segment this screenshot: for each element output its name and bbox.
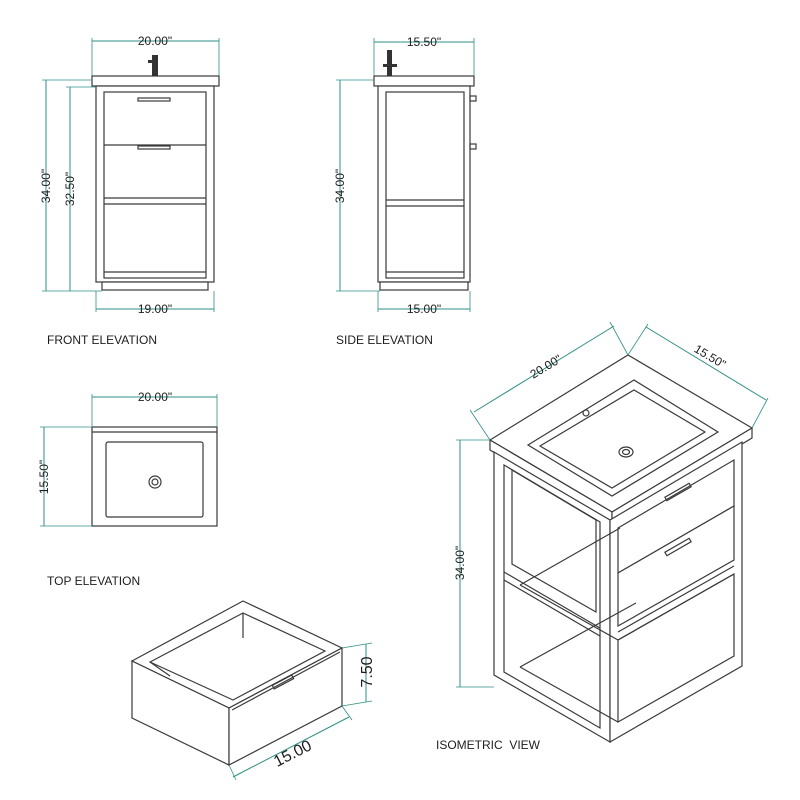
iso-depth-label: 15.50" — [692, 342, 729, 372]
top-elevation: 20.00" 15.50" TOP ELEVATION — [37, 390, 218, 588]
side-faucet — [387, 50, 392, 76]
isometric-view: 20.00" 15.50" 34.00" ISOMETRIC VIEW — [436, 321, 769, 752]
top-depth-label: 15.50" — [37, 460, 51, 494]
front-faucet — [152, 55, 158, 76]
side-bottom-depth-label: 15.00" — [407, 302, 441, 316]
side-countertop — [373, 75, 475, 87]
drawer-detail: 7.50 15.00 — [130, 600, 376, 781]
iso-height-label: 34.00" — [453, 546, 467, 580]
front-cabinet-body — [95, 85, 215, 283]
side-top-depth-label: 15.50" — [407, 35, 441, 49]
side-faucet-spout — [383, 64, 397, 67]
iso-open-shelf — [617, 572, 735, 724]
front-base — [101, 281, 209, 291]
iso-overflow — [582, 409, 590, 417]
top-elevation-caption: TOP ELEVATION — [47, 574, 140, 588]
iso-basin-outline — [526, 379, 720, 497]
side-cabinet-body — [377, 85, 471, 283]
iso-width-label: 20.00" — [528, 352, 565, 382]
drawer-width-label: 15.00 — [271, 737, 314, 770]
iso-drain — [618, 446, 634, 458]
front-elevation: 20.00" 34.00" 32.50" 19.00" FRONT ELEVAT… — [39, 34, 220, 347]
drawer-width-dim-line — [232, 716, 350, 778]
top-width-label: 20.00" — [138, 390, 172, 404]
front-top-width-label: 20.00" — [138, 34, 172, 48]
side-cabinet-frame — [385, 91, 465, 279]
top-basin — [105, 441, 204, 518]
front-elevation-caption: FRONT ELEVATION — [47, 333, 157, 347]
front-cabinet-frame — [103, 91, 207, 279]
iso-lower-drawer — [617, 504, 735, 628]
iso-lower-drawer-handle — [664, 537, 692, 557]
front-bottom-width-label: 19.00" — [138, 302, 172, 316]
side-base — [379, 281, 469, 291]
side-lower-handle — [469, 143, 477, 150]
side-upper-handle — [469, 95, 477, 102]
top-drain — [148, 475, 162, 489]
side-total-height-label: 34.00" — [333, 169, 347, 203]
drawer-handle — [271, 674, 295, 690]
drawer-height-label: 7.50 — [359, 656, 376, 687]
front-cabinet-height-label: 32.50" — [63, 172, 77, 206]
iso-depth-dim-line — [645, 326, 767, 401]
side-elevation-caption: SIDE ELEVATION — [336, 333, 433, 347]
front-total-height-label: 34.00" — [39, 169, 53, 203]
iso-width-dim-line — [473, 325, 615, 413]
front-countertop — [91, 75, 220, 87]
drawer-inner-rim — [148, 612, 327, 701]
front-upper-drawer-handle — [137, 97, 171, 102]
isometric-view-caption: ISOMETRIC VIEW — [436, 738, 541, 752]
front-lower-drawer-handle — [137, 145, 171, 150]
front-faucet-handle — [148, 60, 156, 63]
iso-upper-drawer-handle — [664, 482, 692, 502]
side-elevation: 15.50" 34.00" 15.00" SIDE ELEVATION — [333, 35, 477, 347]
